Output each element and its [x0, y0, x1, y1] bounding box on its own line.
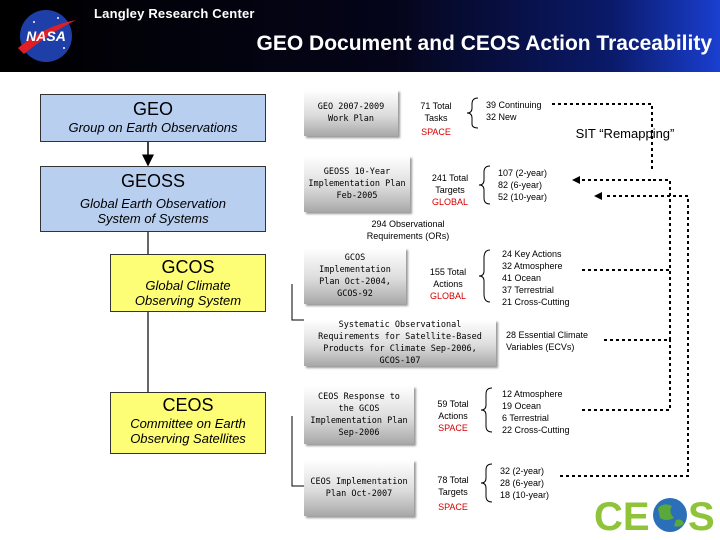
ceos-logo-icon: CE S — [594, 495, 715, 536]
geo-work-plan-doc: GEO 2007-2009 Work Plan — [304, 90, 398, 136]
geo-tasks-count: 71 Total Tasks SPACE — [410, 100, 462, 138]
remap-arrowhead — [572, 176, 580, 184]
list-item: 37 Terrestrial — [502, 285, 554, 295]
remap-line-ceos-impl — [560, 195, 689, 477]
geoss-targets-breakdown: 107 (2-year) 82 (6-year) 52 (10-year) — [498, 167, 547, 203]
list-item: 6 Terrestrial — [502, 413, 549, 423]
geo-tasks-scope: SPACE — [421, 127, 451, 137]
remap-line-geo — [552, 103, 653, 172]
remap-arrowhead — [594, 192, 602, 200]
geoss-targets-count: 241 Total Targets GLOBAL — [420, 172, 480, 208]
gcos-box: GCOS Global Climate Observing System — [110, 254, 266, 312]
ceos-impl-plan-doc: CEOS Implementation Plan Oct-2007 — [304, 460, 414, 516]
remap-line-ceos-resp — [582, 340, 671, 411]
geo-tasks-breakdown: 39 Continuing 32 New — [486, 99, 542, 123]
list-item: 52 (10-year) — [498, 192, 548, 202]
ceos-resp-actions-scope: SPACE — [438, 423, 468, 433]
ors-label: 294 Observational Requirements (ORs) — [366, 219, 450, 241]
ecvs-label: 28 Essential Climate Variables (ECVs) — [506, 330, 589, 352]
list-item: 39 Continuing — [486, 100, 542, 110]
ceos-resp-bracket — [480, 387, 493, 433]
svg-text:CE: CE — [594, 495, 650, 536]
gcos-actions-breakdown: 24 Key Actions 32 Atmosphere 41 Ocean 37… — [502, 248, 570, 308]
list-item: 21 Cross-Cutting — [502, 297, 570, 307]
ceos-impl-targets-count: 78 Total Targets SPACE — [426, 474, 480, 513]
ceos-resp-actions-count: 59 Total Actions SPACE — [426, 398, 480, 434]
remap-line-ecv — [604, 270, 671, 341]
ceos-acronym: CEOS — [162, 395, 214, 415]
list-item: 32 New — [486, 112, 517, 122]
ceos-name: Committee on Earth Observing Satellites — [130, 416, 246, 446]
page-title: GEO Document and CEOS Action Traceabilit… — [256, 32, 712, 55]
gcos-name: Global Climate Observing System — [134, 278, 242, 308]
list-item: 24 Key Actions — [502, 249, 562, 259]
geo-box: GEO Group on Earth Observations — [40, 94, 266, 142]
geoss-targets-scope: GLOBAL — [431, 197, 469, 207]
geoss-plan-doc: GEOSS 10-Year Implementation Plan Feb-20… — [304, 156, 410, 212]
list-item: 12 Atmosphere — [502, 389, 563, 399]
sit-remapping-label: SIT “Remapping” — [575, 126, 675, 141]
geoss-name: Global Earth Observation System of Syste… — [80, 196, 226, 226]
list-item: 41 Ocean — [502, 273, 542, 283]
header-banner: NASA Langley Research Center GEO Documen… — [0, 0, 720, 72]
gcos-actions-scope: GLOBAL — [429, 291, 467, 301]
list-item: 18 (10-year) — [500, 490, 550, 500]
gcos-actions-count: 155 Total Actions GLOBAL — [420, 266, 476, 302]
gcos-doc-connector — [291, 284, 304, 321]
center-name: Langley Research Center — [94, 6, 255, 21]
ceos-doc-connector — [291, 416, 304, 487]
list-item: 32 (2-year) — [500, 466, 545, 476]
geoss-acronym: GEOSS — [120, 171, 186, 191]
ceos-impl-bracket — [480, 463, 493, 503]
list-item: 22 Cross-Cutting — [502, 425, 570, 435]
svg-text:NASA: NASA — [26, 28, 66, 44]
gcos-actions-bracket — [478, 249, 491, 303]
geo-tasks-bracket — [466, 97, 479, 129]
ceos-box: CEOS Committee on Earth Observing Satell… — [110, 392, 266, 454]
ceos-impl-breakdown: 32 (2-year) 28 (6-year) 18 (10-year) — [500, 465, 549, 501]
ceos-impl-targets-scope: SPACE — [438, 502, 468, 512]
geoss-targets-bracket — [478, 165, 491, 205]
list-item: 19 Ocean — [502, 401, 542, 411]
svg-text:S: S — [688, 495, 715, 536]
systematic-req-doc: Systematic Observational Requirements fo… — [304, 320, 496, 366]
list-item: 107 (2-year) — [498, 168, 548, 178]
geoss-box: GEOSS Global Earth Observation System of… — [40, 166, 266, 232]
gcos-acronym: GCOS — [161, 257, 215, 277]
list-item: 32 Atmosphere — [502, 261, 563, 271]
ceos-response-doc: CEOS Response to the GCOS Implementation… — [304, 386, 414, 444]
list-item: 82 (6-year) — [498, 180, 543, 190]
geo-acronym: GEO — [132, 99, 173, 119]
nasa-logo-icon: NASA — [18, 10, 76, 62]
remap-line-gcos — [582, 179, 671, 271]
ceos-resp-breakdown: 12 Atmosphere 19 Ocean 6 Terrestrial 22 … — [502, 388, 570, 436]
gcos-plan-doc: GCOS Implementation Plan Oct-2004, GCOS-… — [304, 248, 406, 304]
list-item: 28 (6-year) — [500, 478, 545, 488]
geo-name: Group on Earth Observations — [68, 120, 238, 135]
